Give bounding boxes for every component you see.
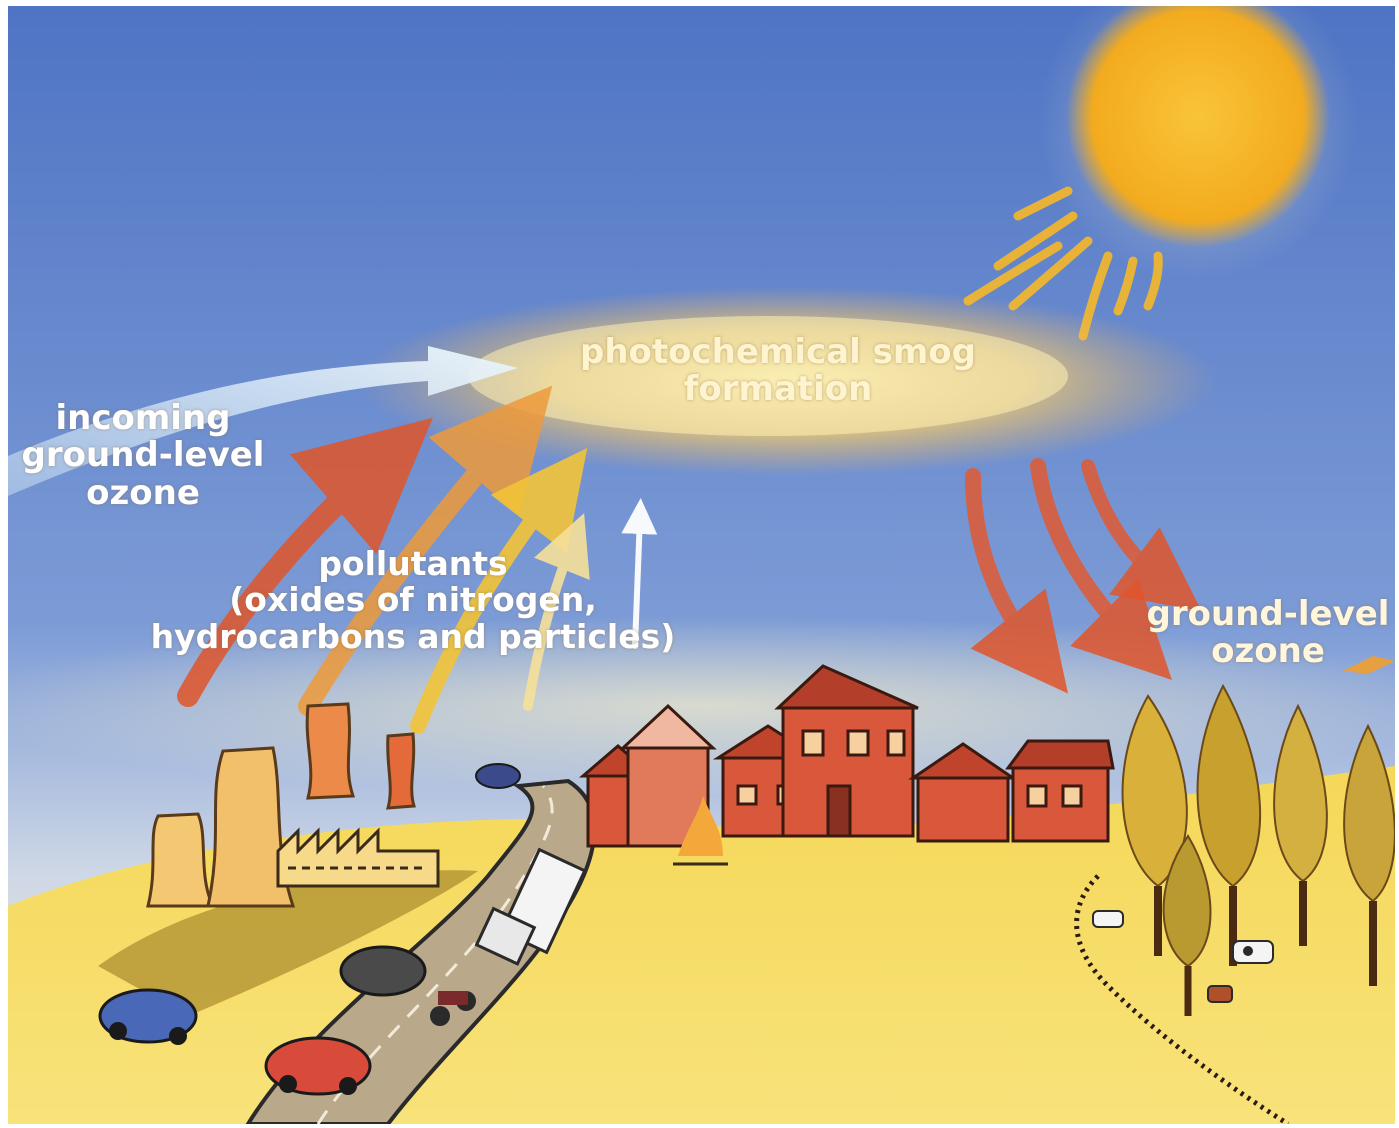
pollutants-label-line-1: pollutants — [88, 546, 738, 582]
car-icon-blue — [100, 990, 196, 1045]
cow-icon — [1093, 911, 1123, 927]
smog-label-line-1: photochemical smog — [528, 334, 1028, 371]
pollutants-label: pollutants (oxides of nitrogen, hydrocar… — [88, 546, 738, 655]
car-icon-red — [266, 1038, 370, 1095]
house-icon — [1008, 741, 1113, 841]
ground-label-line-2: ozone — [1123, 633, 1395, 670]
car-icon-dark — [341, 947, 425, 995]
horse-icon — [1208, 986, 1232, 1002]
incoming-label-line-1: incoming — [8, 400, 278, 437]
smog-diagram: photochemical smog formation incoming gr… — [8, 6, 1395, 1124]
pollutants-label-line-3: hydrocarbons and particles) — [88, 619, 738, 655]
incoming-ozone-label: incoming ground-level ozone — [8, 400, 278, 512]
car-icon-small — [476, 764, 520, 788]
incoming-label-line-3: ozone — [8, 475, 278, 512]
ground-level-ozone-label: ground-level ozone — [1123, 596, 1395, 671]
smog-formation-label: photochemical smog formation — [528, 334, 1028, 409]
ground-label-line-1: ground-level — [1123, 596, 1395, 633]
cow-icon — [1233, 941, 1273, 963]
pollutants-label-line-2: (oxides of nitrogen, — [88, 582, 738, 618]
smog-label-line-2: formation — [528, 371, 1028, 408]
incoming-label-line-2: ground-level — [8, 437, 278, 474]
